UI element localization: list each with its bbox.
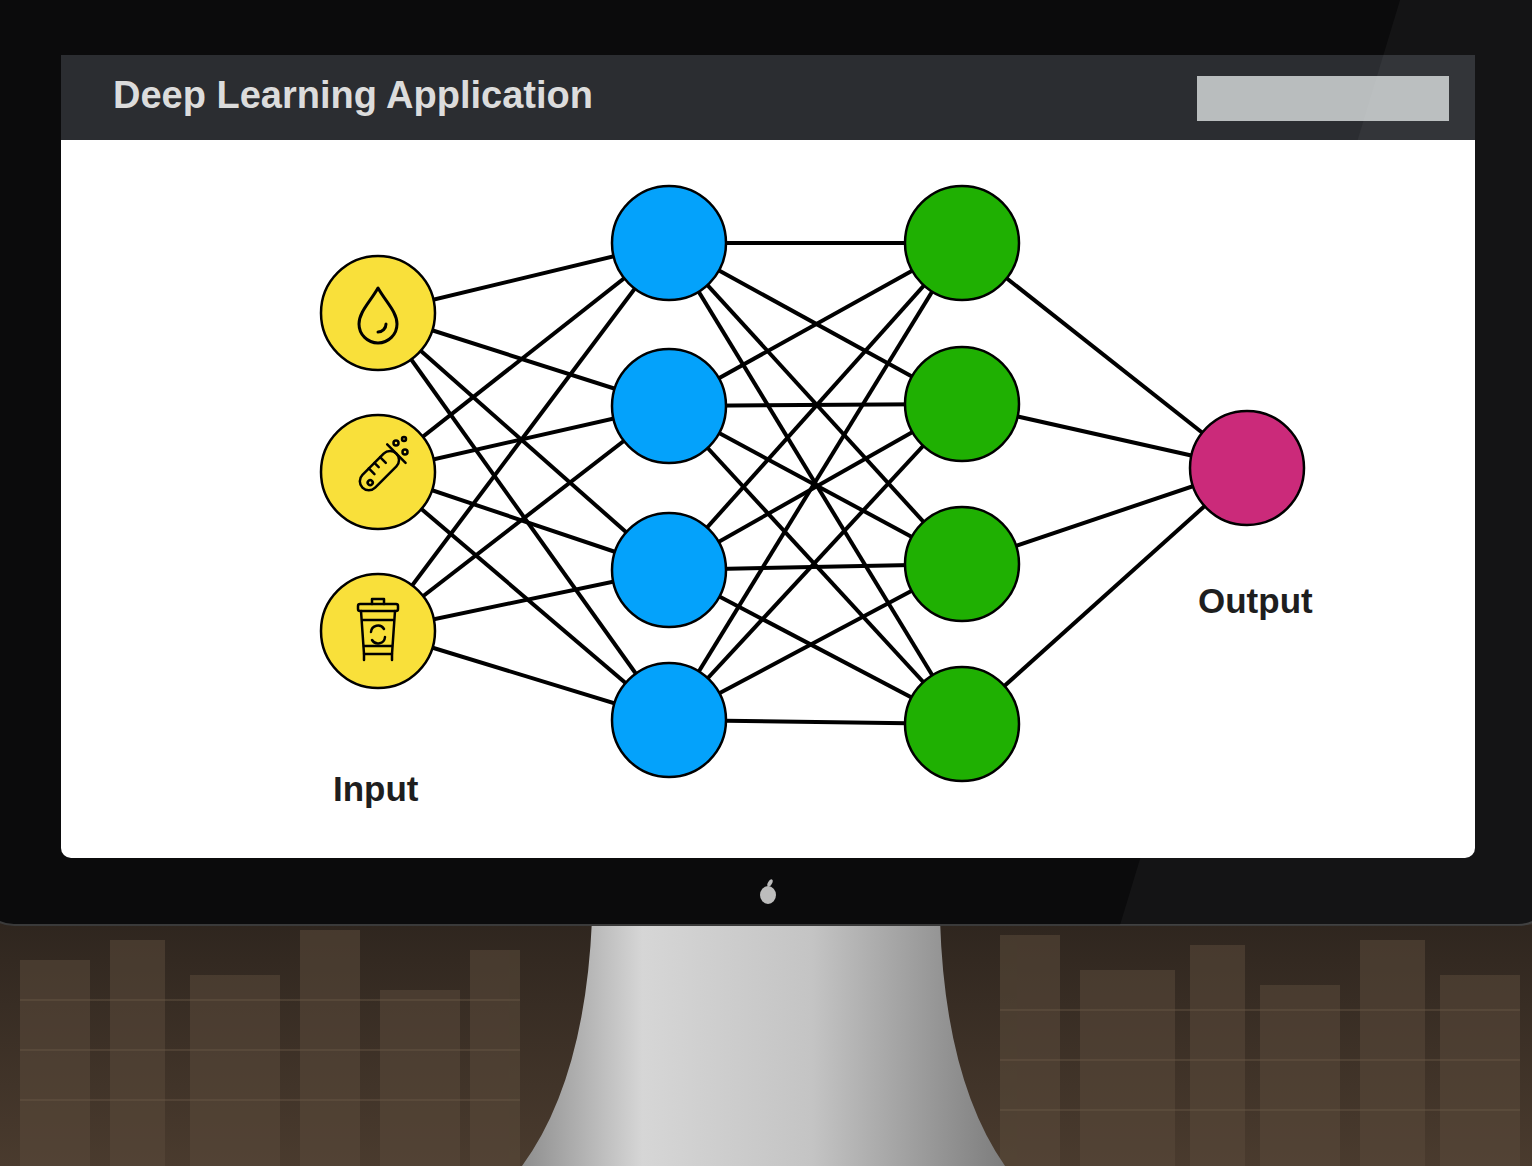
monitor-bezel	[0, 0, 1532, 925]
connection-line	[669, 243, 962, 720]
hidden-neuron	[905, 507, 1019, 621]
logo	[760, 879, 776, 904]
hidden-neuron	[612, 349, 726, 463]
layer-label: Output	[1198, 581, 1313, 621]
test-tube-icon	[353, 437, 407, 497]
connection-line	[669, 243, 962, 724]
network-connections	[378, 243, 1247, 724]
screen-glare	[1120, 0, 1532, 925]
window-title: Deep Learning Application	[113, 74, 593, 118]
monitor-stand	[522, 920, 1005, 1166]
hidden-neuron	[905, 186, 1019, 300]
hidden-neuron	[612, 186, 726, 300]
hidden-neuron	[612, 663, 726, 777]
layer-label: Input	[333, 769, 419, 809]
title-bar	[61, 55, 1475, 140]
output-neuron	[1190, 411, 1304, 525]
hidden-neuron	[905, 667, 1019, 781]
drop-icon	[359, 288, 397, 343]
input-neuron	[321, 415, 435, 529]
input-neuron	[321, 574, 435, 688]
recycle-bin-icon	[358, 599, 398, 660]
neurons	[321, 186, 1304, 781]
input-neuron	[321, 256, 435, 370]
hidden-neuron	[612, 513, 726, 627]
hidden-neuron	[905, 347, 1019, 461]
